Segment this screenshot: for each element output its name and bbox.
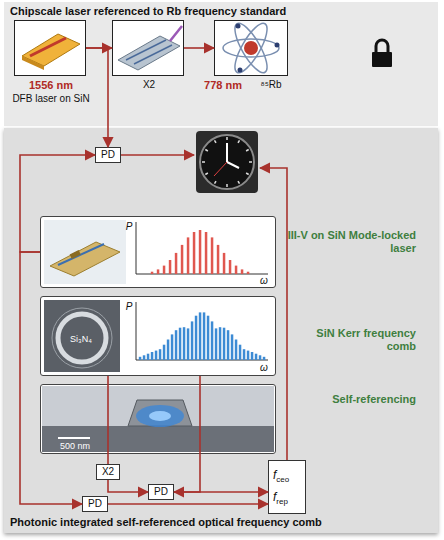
- doubler-box: X2: [112, 20, 184, 76]
- node-label: PD: [96, 149, 120, 161]
- mode-locked-box: III-V on SiN Mode-locked laserPω: [40, 216, 276, 288]
- node-text: Si₃N₄: [61, 333, 101, 345]
- atom-box: 778 nm⁸⁵Rb: [214, 20, 288, 76]
- node-text: ω: [257, 362, 271, 374]
- node-label: III-V on SiN Mode-locked laser: [286, 229, 416, 255]
- node-text: frep: [273, 490, 305, 509]
- frequency-box: fceo frep: [268, 460, 306, 514]
- top-panel: Chipscale laser referenced to Rb frequen…: [4, 2, 438, 126]
- node-label: PD: [83, 498, 107, 510]
- node-text: 500 nm: [51, 440, 99, 452]
- node-text: P: [123, 301, 135, 313]
- node-label: SiN Kerr frequency comb: [286, 327, 416, 353]
- node-label: Self-referencing: [286, 393, 416, 406]
- photodiode-box: PD: [82, 496, 108, 512]
- node-label: X2: [113, 79, 185, 91]
- laser-chip-box: 1556 nmDFB laser on SiN: [14, 20, 86, 76]
- self-referencing-box: Self-referencing500 nm: [40, 384, 276, 454]
- node-text: P: [123, 221, 135, 233]
- node-label: Chipscale laser referenced to Rb frequen…: [10, 5, 430, 18]
- bottom-panel: Photonic integrated self-referenced opti…: [4, 128, 438, 533]
- node-label: X2: [97, 466, 119, 478]
- doubler-box: X2: [96, 464, 120, 480]
- node-text: ω: [257, 275, 271, 287]
- kerr-comb-box: SiN Kerr frequency combSi₃N₄Pω: [40, 296, 276, 376]
- node-text: ⁸⁵Rb: [249, 79, 293, 91]
- photodiode-box: PD: [95, 147, 121, 163]
- photodiode-box: PD: [148, 484, 174, 500]
- node-label: 778 nm: [195, 79, 251, 91]
- node-label: fceo: [273, 468, 305, 487]
- node-label: Photonic integrated self-referenced opti…: [10, 516, 430, 529]
- node-label: 1556 nm: [5, 79, 97, 91]
- node-text: DFB laser on SiN: [1, 93, 101, 105]
- node-label: PD: [149, 486, 173, 498]
